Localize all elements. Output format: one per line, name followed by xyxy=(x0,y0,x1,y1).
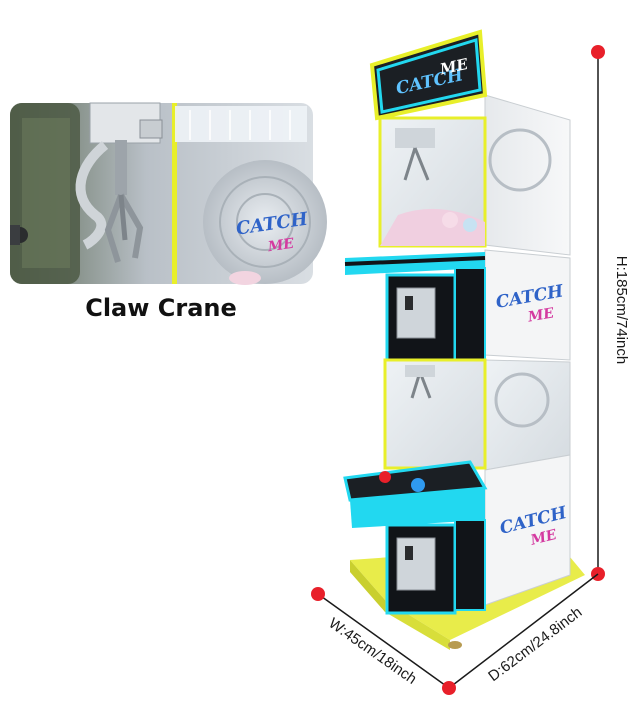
marker-dot-icon xyxy=(591,45,605,59)
push-button-icon xyxy=(411,478,425,492)
inset-circle-graphic xyxy=(203,160,327,284)
joystick-icon xyxy=(379,471,391,483)
claw-machine: CATCH ME CATCH ME CATCH ME xyxy=(343,29,585,650)
inset-photo: CATCH ME xyxy=(10,102,327,285)
claw-shaft xyxy=(115,140,127,195)
dimension-height: H:185cm/74inch xyxy=(591,45,630,581)
inset-logo-line2: ME xyxy=(266,236,295,256)
marker-dot-icon xyxy=(442,681,456,695)
height-label: H:185cm/74inch xyxy=(613,256,630,364)
marker-dot-icon xyxy=(311,587,325,601)
side-logo-upper-2: ME xyxy=(526,305,556,326)
coin-slot-icon xyxy=(405,296,413,310)
inset-label: Claw Crane xyxy=(85,294,237,322)
claw-icon xyxy=(104,193,124,263)
width-label: W:45cm/18inch xyxy=(325,615,419,688)
lower-glass-chamber xyxy=(383,358,487,470)
depth-label: D:62cm/24.8inch xyxy=(485,604,585,685)
plush-prizes xyxy=(380,208,485,246)
side-logo-lower-2: ME xyxy=(528,527,559,549)
claw-hose xyxy=(75,141,109,250)
marquee-logo-2: ME xyxy=(437,55,470,79)
neon-strip xyxy=(172,103,177,284)
